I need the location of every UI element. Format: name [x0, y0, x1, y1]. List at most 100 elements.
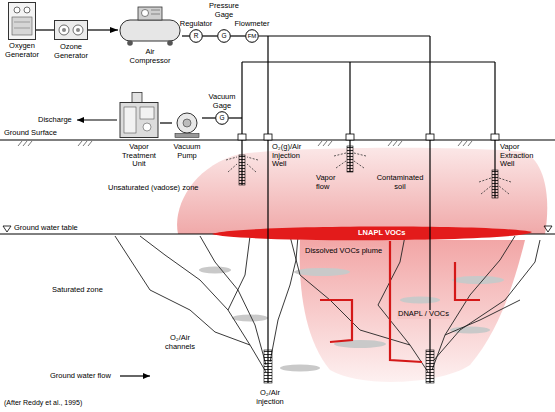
- art-g: [115, 236, 540, 372]
- equipment-icon: Vapor Treatment Unit: [118, 92, 160, 138]
- art-circle: [127, 40, 133, 46]
- art-path: [140, 236, 266, 372]
- equipment-label: Vapor Treatment Unit: [117, 143, 161, 169]
- art-g: [199, 267, 504, 372]
- art-svg: [118, 92, 160, 138]
- art-rect: [347, 146, 353, 172]
- zone-label: O₂/Air injection: [250, 389, 290, 406]
- art-rect: [120, 103, 158, 138]
- zone-label: LNAPL VOCs: [358, 229, 405, 238]
- art-rect: [9, 3, 36, 40]
- art-path: [432, 236, 515, 370]
- art-path: [226, 157, 258, 172]
- equipment-label: Vacuum Gage: [206, 93, 238, 110]
- art-rect: [175, 134, 199, 138]
- equipment-label: Ozone Generator: [49, 43, 93, 60]
- zone-label: Unsaturated (vadose) zone: [108, 184, 198, 193]
- zone-label: Saturated zone: [52, 286, 103, 295]
- art-circle: [62, 28, 66, 32]
- art-path: [270, 236, 298, 362]
- art-path: [18, 141, 472, 146]
- pipe-connector: [231, 35, 246, 36]
- art-circle: [59, 25, 69, 35]
- art-circle: [246, 30, 259, 43]
- art-svg: [54, 20, 88, 40]
- art-rect: [492, 170, 498, 198]
- art-svg: [172, 108, 202, 138]
- zone-label: Vapor Extraction Well: [500, 143, 542, 169]
- gauge-symbol: FlowmeterFM: [245, 29, 259, 43]
- equipment-label: Vacuum Pump: [170, 143, 204, 160]
- art-polygon: [544, 226, 552, 232]
- art-line: [267, 36, 268, 383]
- pipe-connector: [36, 29, 54, 30]
- art-line: [120, 375, 150, 376]
- art-path: [434, 240, 540, 360]
- zone-label: Dissolved VOCs plume: [304, 247, 383, 256]
- art-path: [455, 262, 480, 300]
- art-circle: [142, 10, 149, 17]
- art-rect: [426, 134, 434, 140]
- zone-label: O₂/Air channels: [160, 334, 200, 351]
- art-line: [14, 22, 30, 23]
- pipe-connector: [203, 35, 218, 36]
- art-svg: [118, 4, 182, 46]
- art-svg: [8, 2, 36, 40]
- art-ellipse: [294, 268, 350, 276]
- art-line: [0, 139, 555, 140]
- art-polygon: [3, 226, 11, 232]
- art-rect: [124, 107, 136, 133]
- art-path: [177, 148, 547, 234]
- art-path: [200, 236, 266, 365]
- art-circle: [24, 7, 30, 13]
- art-rect: [140, 107, 154, 119]
- art-path: [300, 240, 525, 382]
- art-circle: [76, 28, 80, 32]
- pipe-connector: [202, 117, 216, 118]
- equipment-label: Regulator: [180, 20, 213, 29]
- art-rect: [55, 21, 88, 40]
- art-g: [226, 153, 511, 194]
- art-rect: [426, 350, 434, 383]
- art-path: [445, 300, 520, 335]
- art-circle: [143, 123, 151, 131]
- equipment-label: Oxygen Generator: [0, 42, 44, 59]
- art-circle: [190, 30, 203, 43]
- art-path: [290, 236, 410, 345]
- zone-label: DNAPL / VOCs: [397, 310, 450, 319]
- art-line: [259, 35, 430, 36]
- art-circle: [218, 30, 231, 43]
- equipment-icon: Ozone Generator: [54, 20, 88, 40]
- art-ellipse: [452, 276, 504, 284]
- art-circle: [14, 7, 20, 13]
- zone-label: Vapor flow: [316, 174, 342, 191]
- art-line: [151, 14, 160, 15]
- equipment-label: Pressure Gage: [208, 2, 240, 19]
- art-line: [151, 10, 160, 11]
- equipment-icon: Vacuum Pump: [172, 108, 202, 138]
- art-path: [479, 178, 511, 194]
- equipment-label: Air Compressor: [128, 48, 172, 65]
- equipment-label: Flowmeter: [235, 20, 270, 29]
- art-line: [77, 119, 117, 120]
- art-path: [378, 236, 428, 372]
- art-circle: [167, 40, 173, 46]
- art-rect: [346, 134, 354, 140]
- art-ellipse: [400, 297, 440, 304]
- art-g: [238, 134, 499, 140]
- art-rect: [239, 155, 245, 185]
- art-line: [229, 117, 242, 118]
- art-line: [242, 61, 495, 62]
- art-circle: [183, 119, 191, 127]
- art-path: [228, 236, 250, 310]
- art-ellipse: [199, 267, 231, 274]
- art-rect: [138, 7, 162, 20]
- equipment-icon: Air Compressor: [118, 4, 182, 46]
- art-path: [115, 236, 250, 345]
- gauge-letter: R: [189, 29, 203, 43]
- art-rect: [264, 134, 272, 140]
- art-line: [429, 36, 430, 383]
